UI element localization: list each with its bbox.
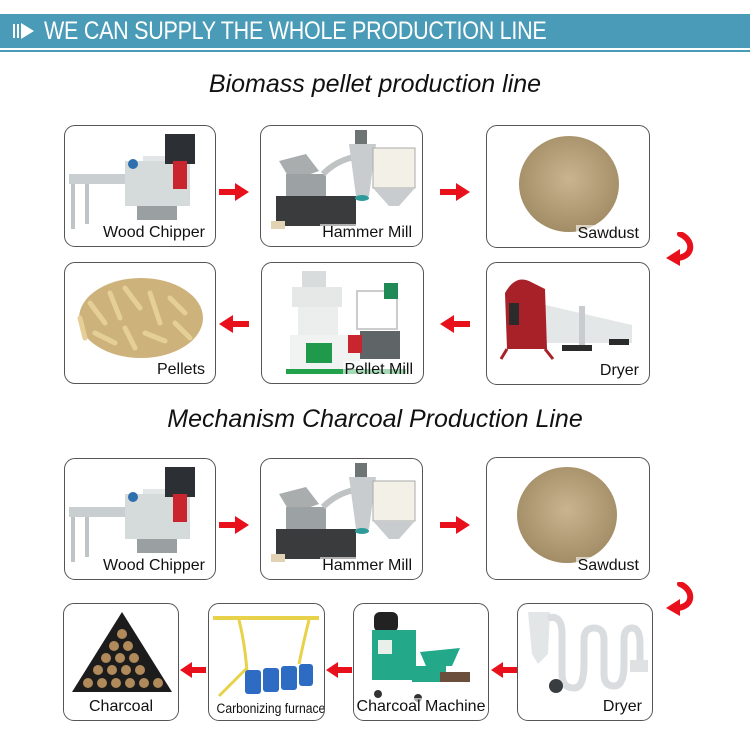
curved-arrow-down-icon xyxy=(666,232,694,266)
section-title-charcoal: Mechanism Charcoal Production Line xyxy=(167,405,583,433)
step-label: Sawdust xyxy=(575,225,641,243)
step-label: Wood Chipper xyxy=(101,557,207,575)
step-label: Sawdust xyxy=(575,557,641,575)
step-card-carbonizing-furnace: Carbonizing furnace xyxy=(208,603,325,721)
section-title-biomass: Biomass pellet production line xyxy=(208,70,542,98)
hammer-mill-image xyxy=(271,130,416,229)
step-label: Carbonizing furnace xyxy=(214,701,325,716)
step-label: Charcoal xyxy=(64,698,178,716)
step-card-sawdust: Sawdust xyxy=(486,125,650,248)
charcoal-machine-image xyxy=(372,612,470,702)
step-card-pellet-mill: Pellet Mill xyxy=(261,262,424,384)
arrow-right-icon xyxy=(219,183,249,201)
step-label: Dryer xyxy=(597,362,641,380)
header-banner: WE CAN SUPPLY THE WHOLE PRODUCTION LINE xyxy=(0,14,750,48)
step-card-wood-chipper: Wood Chipper xyxy=(64,125,216,247)
banner-title: WE CAN SUPPLY THE WHOLE PRODUCTION LINE xyxy=(44,17,547,45)
arrow-right-icon xyxy=(440,183,470,201)
sawdust-image xyxy=(519,136,619,232)
wood-chipper-image xyxy=(69,467,195,562)
wood-chipper-image xyxy=(69,134,195,229)
charcoal-image xyxy=(72,612,172,692)
pellets-image xyxy=(77,278,203,358)
airflow-dryer-image xyxy=(528,612,648,693)
play-bars-icon xyxy=(13,23,34,39)
carbonizing-furnace-image xyxy=(213,616,319,698)
step-label: Wood Chipper xyxy=(101,224,207,242)
arrow-right-icon xyxy=(440,516,470,534)
step-label: Pellets xyxy=(154,361,207,379)
step-card-charcoal-machine: Charcoal Machine xyxy=(353,603,489,721)
rotary-dryer-image xyxy=(499,279,632,360)
arrow-left-icon xyxy=(326,662,352,678)
step-card-pellets: Pellets xyxy=(64,262,216,384)
step-label: Charcoal Machine xyxy=(354,698,488,716)
arrow-right-icon xyxy=(219,516,249,534)
step-card-hammer-mill: Hammer Mill xyxy=(260,458,423,580)
step-label: Hammer Mill xyxy=(320,224,414,242)
arrow-left-icon xyxy=(180,662,206,678)
step-label: Dryer xyxy=(600,698,644,716)
step-card-hammer-mill: Hammer Mill xyxy=(260,125,423,247)
hammer-mill-image xyxy=(271,463,416,562)
banner-divider xyxy=(0,50,750,52)
arrow-left-icon xyxy=(219,315,249,333)
arrow-left-icon xyxy=(440,315,470,333)
step-card-sawdust: Sawdust xyxy=(486,457,650,580)
step-card-dryer: Dryer xyxy=(486,262,650,385)
step-card-dryer: Dryer xyxy=(517,603,653,721)
curved-arrow-down-icon xyxy=(666,582,694,616)
step-label: Hammer Mill xyxy=(320,557,414,575)
step-card-charcoal: Charcoal xyxy=(63,603,179,721)
step-card-wood-chipper: Wood Chipper xyxy=(64,458,216,580)
step-label: Pellet Mill xyxy=(342,361,415,379)
arrow-left-icon xyxy=(491,662,517,678)
sawdust-image xyxy=(517,467,617,563)
